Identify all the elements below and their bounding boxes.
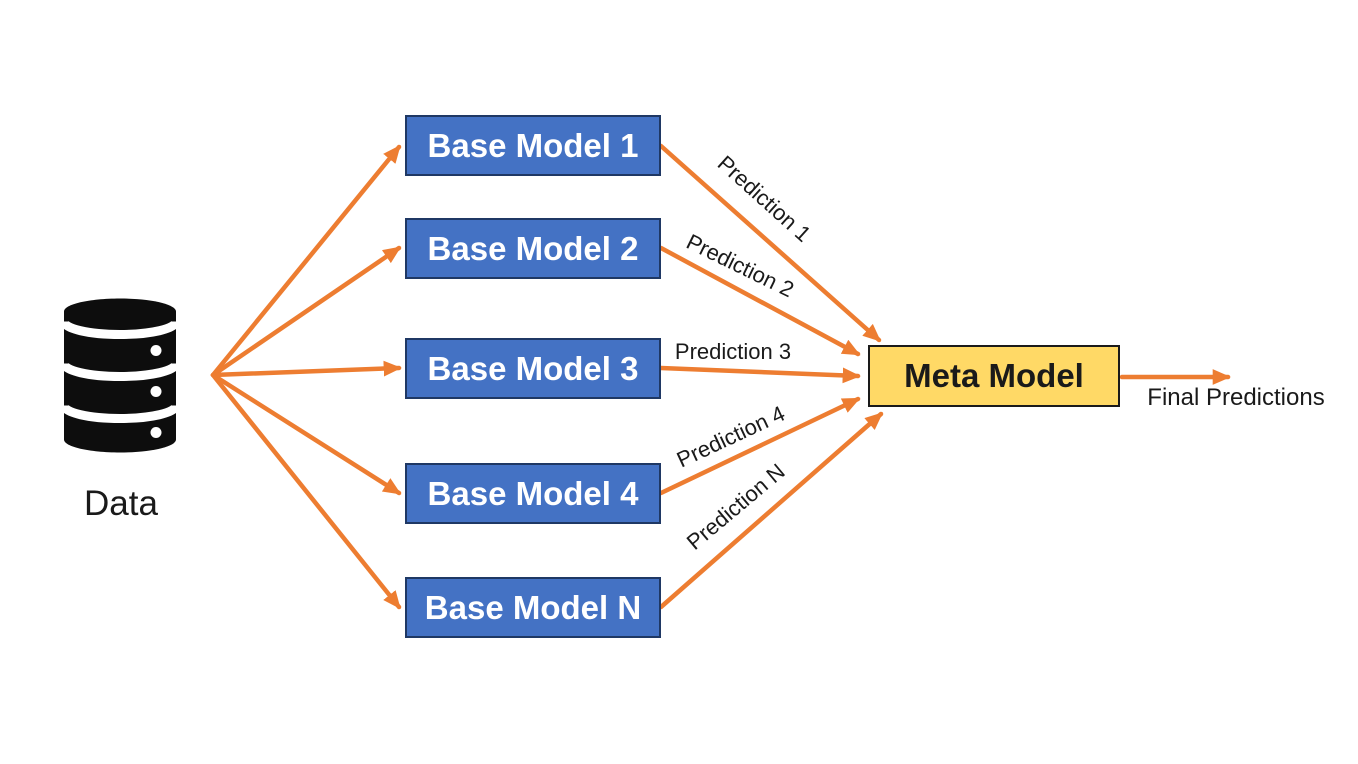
arrow-data-to-base-5	[210, 372, 402, 610]
base-model-2-box: Base Model 2	[405, 218, 661, 279]
final-predictions-label: Final Predictions	[1147, 384, 1325, 411]
base-model-1-box: Base Model 1	[405, 115, 661, 176]
arrow-data-to-base-4	[210, 372, 402, 496]
data-label: Data	[84, 484, 158, 523]
base-model-n-box: Base Model N	[405, 577, 661, 638]
arrow-data-to-base-2	[210, 245, 402, 378]
prediction-3-label: Prediction 3	[674, 339, 792, 364]
database-icon	[62, 298, 178, 453]
arrow-data-to-base-3	[210, 360, 402, 378]
meta-model-box: Meta Model	[868, 345, 1120, 407]
arrow-base-2-to-meta	[658, 245, 861, 357]
arrow-base-3-to-meta	[658, 365, 861, 384]
arrow-data-to-base-1	[210, 144, 402, 378]
arrow-base-4-to-meta	[658, 396, 861, 496]
base-model-4-box: Base Model 4	[405, 463, 661, 524]
arrow-base-1-to-meta	[658, 143, 882, 343]
arrow-base-5-to-meta	[658, 411, 884, 610]
base-model-3-box: Base Model 3	[405, 338, 661, 399]
